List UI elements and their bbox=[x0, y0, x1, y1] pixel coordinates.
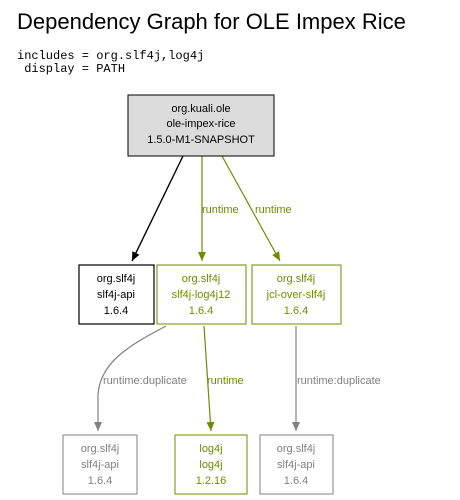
includes-line: includes = org.slf4j,log4j bbox=[17, 49, 205, 63]
display-line: display = PATH bbox=[17, 62, 126, 76]
graph-parameters: includes = org.slf4j,log4j display = PAT… bbox=[17, 50, 204, 76]
node-log4j-artifact: log4j bbox=[199, 459, 222, 471]
node-slf4j-api-group: org.slf4j bbox=[97, 273, 136, 285]
node-slf4j-api-duplicate-2-version: 1.6.4 bbox=[284, 475, 308, 487]
node-slf4j-api-duplicate-2-artifact: slf4j-api bbox=[277, 459, 315, 471]
node-jcl-over-slf4j[interactable]: org.slf4j jcl-over-slf4j 1.6.4 bbox=[251, 264, 342, 325]
edge-label-runtime-1: runtime bbox=[202, 204, 239, 216]
node-log4j[interactable]: log4j log4j 1.2.16 bbox=[174, 434, 248, 495]
node-jcl-over-slf4j-version: 1.6.4 bbox=[284, 305, 308, 317]
node-log4j-group: log4j bbox=[199, 443, 222, 455]
node-root[interactable]: org.kuali.ole ole-impex-rice 1.5.0-M1-SN… bbox=[127, 94, 275, 157]
node-slf4j-api-duplicate-1-artifact: slf4j-api bbox=[81, 459, 119, 471]
node-slf4j-log4j12-group: org.slf4j bbox=[182, 273, 221, 285]
edge-jcl-over-slf4j-to-slf4j-api-duplicate: runtime:duplicate bbox=[292, 326, 381, 431]
node-slf4j-api-duplicate-2-group: org.slf4j bbox=[277, 443, 316, 455]
edge-root-to-slf4j-api bbox=[131, 155, 184, 262]
node-slf4j-api[interactable]: org.slf4j slf4j-api 1.6.4 bbox=[78, 264, 155, 325]
node-slf4j-log4j12-version: 1.6.4 bbox=[189, 305, 213, 317]
edge-label-runtime-2: runtime bbox=[255, 204, 292, 216]
node-slf4j-api-duplicate-1-group: org.slf4j bbox=[81, 443, 120, 455]
edge-root-to-jcl-over-slf4j: runtime bbox=[221, 155, 292, 262]
node-slf4j-api-duplicate-2[interactable]: org.slf4j slf4j-api 1.6.4 bbox=[259, 434, 334, 495]
edge-label-runtime-3: runtime bbox=[207, 375, 244, 387]
node-jcl-over-slf4j-artifact: jcl-over-slf4j bbox=[266, 289, 326, 301]
node-slf4j-api-artifact: slf4j-api bbox=[97, 289, 135, 301]
edge-label-runtime-duplicate-1: runtime:duplicate bbox=[103, 375, 187, 387]
node-jcl-over-slf4j-group: org.slf4j bbox=[277, 273, 316, 285]
node-slf4j-api-version: 1.6.4 bbox=[104, 305, 128, 317]
node-slf4j-api-duplicate-1[interactable]: org.slf4j slf4j-api 1.6.4 bbox=[62, 434, 138, 495]
node-root-version: 1.5.0-M1-SNAPSHOT bbox=[147, 134, 255, 146]
edge-label-runtime-duplicate-2: runtime:duplicate bbox=[297, 375, 381, 387]
edge-slf4j-log4j12-to-log4j: runtime bbox=[203, 325, 244, 432]
page-title: Dependency Graph for OLE Impex Rice bbox=[17, 9, 406, 34]
node-root-artifact: ole-impex-rice bbox=[166, 118, 235, 130]
node-slf4j-log4j12[interactable]: org.slf4j slf4j-log4j12 1.6.4 bbox=[156, 264, 247, 325]
edge-slf4j-log4j12-to-slf4j-api-duplicate: runtime:duplicate bbox=[94, 325, 187, 431]
node-root-group: org.kuali.ole bbox=[171, 103, 230, 115]
node-slf4j-api-duplicate-1-version: 1.6.4 bbox=[88, 475, 112, 487]
node-log4j-version: 1.2.16 bbox=[196, 475, 227, 487]
node-slf4j-log4j12-artifact: slf4j-log4j12 bbox=[172, 289, 231, 301]
edge-root-to-slf4j-log4j12: runtime bbox=[198, 156, 239, 261]
